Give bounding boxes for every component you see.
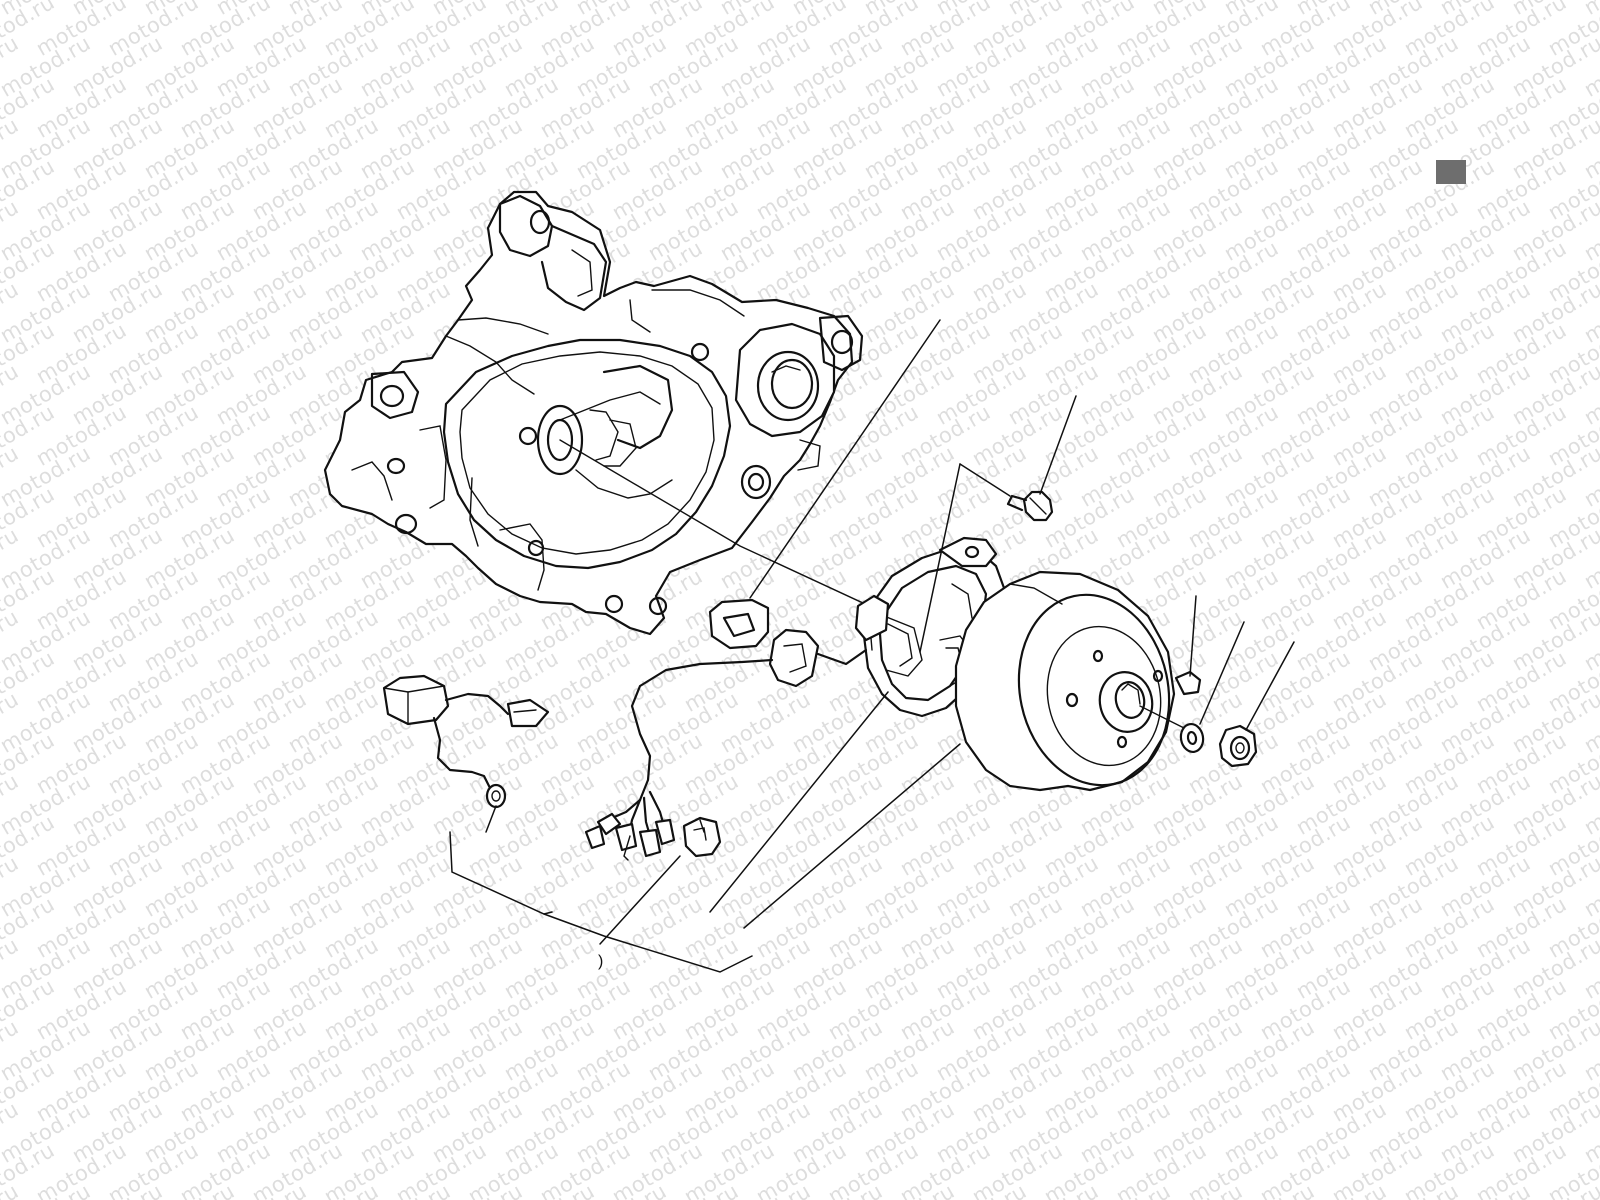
- flywheel-rotor: [954, 570, 1185, 792]
- connector-plug: [682, 816, 722, 858]
- stator-screw: [1006, 490, 1054, 522]
- wire-grommet: [708, 598, 820, 688]
- ground-terminal: [485, 783, 507, 809]
- crankcase-half: [323, 190, 961, 649]
- ignition-module: [382, 674, 550, 794]
- flywheel-nut: [1218, 724, 1258, 768]
- leader-lines: [449, 319, 1295, 973]
- callout-label: ): [598, 953, 603, 970]
- wiring-harness: [584, 648, 868, 861]
- washer: [1179, 722, 1205, 754]
- woodruff-key: [1174, 670, 1202, 696]
- page-marker: [1436, 160, 1466, 184]
